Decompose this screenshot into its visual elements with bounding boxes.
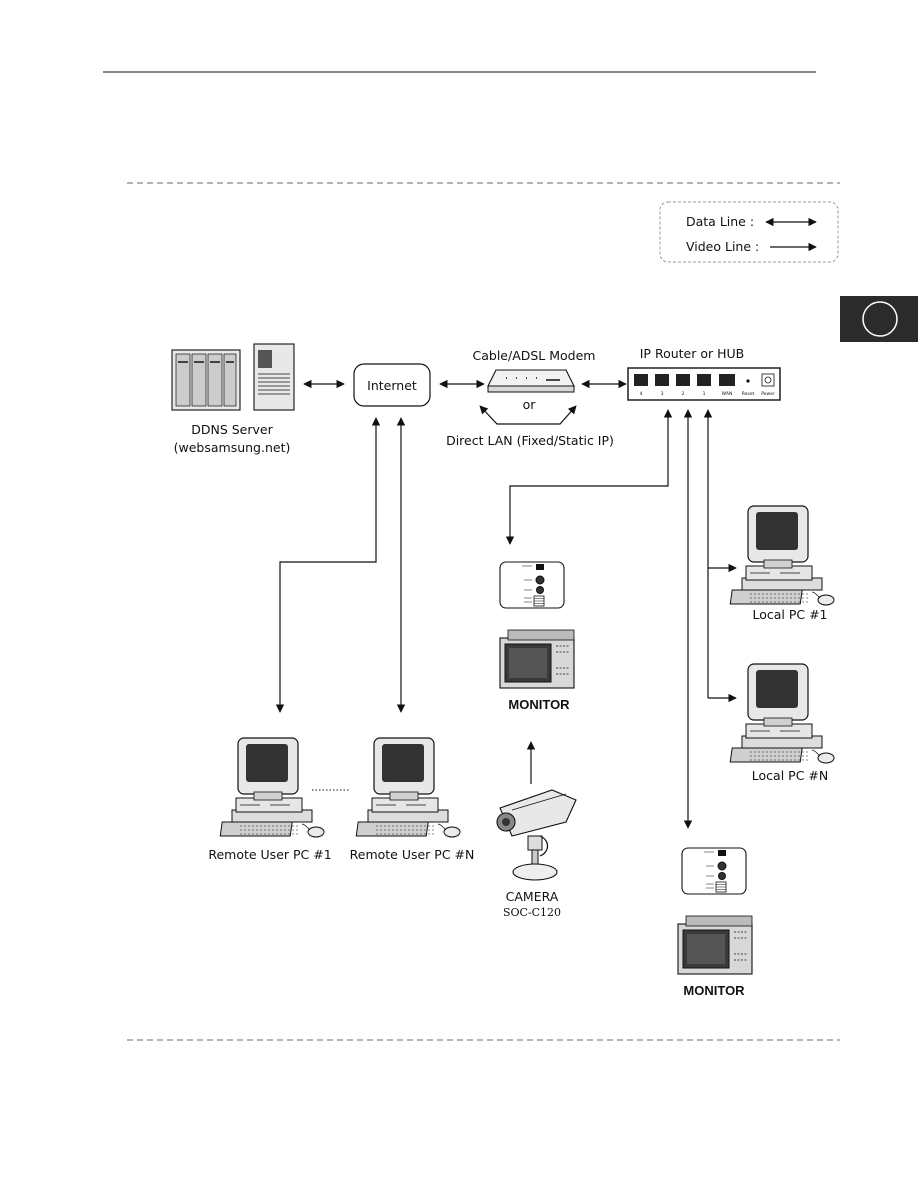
modem-icon (487, 369, 575, 393)
remote-pc-n-label: Remote User PC #N (350, 847, 475, 862)
modem-label: Cable/ADSL Modem (473, 348, 596, 363)
camera-model-label: SOC-C120 (503, 906, 561, 919)
router-reset-label: Reset (742, 391, 755, 397)
remote-pc-n-icon (355, 737, 461, 838)
local-pc-1-label: Local PC #1 (752, 607, 827, 622)
router-label: IP Router or HUB (640, 346, 744, 361)
link-router-panel-1 (505, 409, 673, 545)
local-pc-n-icon (729, 663, 835, 764)
ddns-server-label: DDNS Server (191, 422, 273, 437)
local-pc-1-icon (729, 505, 835, 606)
router-port-3: 3 (661, 391, 664, 397)
ddns-server-icon (171, 343, 295, 411)
remote-pc-1-label: Remote User PC #1 (208, 847, 331, 862)
router-power-label: Power (761, 391, 775, 397)
link-internet-remote-pc-1 (275, 417, 381, 713)
internet-label: Internet (367, 378, 417, 393)
control-panel-1-icon (499, 561, 565, 609)
chapter-tab (840, 296, 918, 342)
monitor-1-icon (499, 629, 575, 689)
direct-lan-label: Direct LAN (Fixed/Static IP) (446, 433, 614, 448)
legend-video-line-label: Video Line : (686, 239, 759, 254)
legend: Data Line : Video Line : (659, 201, 839, 263)
legend-data-line-label: Data Line : (686, 214, 754, 229)
router-port-wan: WAN (722, 391, 733, 397)
control-panel-2-icon (681, 847, 747, 895)
router-port-1: 1 (703, 391, 706, 397)
remote-pc-1-icon (219, 737, 325, 838)
local-pc-n-label: Local PC #N (752, 768, 828, 783)
camera-icon (496, 789, 577, 881)
router-port-4: 4 (640, 391, 643, 397)
internet-node (353, 363, 431, 407)
or-label: or (523, 397, 537, 412)
router-icon (627, 367, 781, 401)
monitor-2-label: MONITOR (683, 983, 745, 998)
camera-label: CAMERA (506, 889, 559, 904)
monitor-1-label: MONITOR (508, 697, 570, 712)
router-port-2: 2 (682, 391, 685, 397)
monitor-2-icon (677, 915, 753, 975)
ddns-server-domain: (websamsung.net) (174, 440, 291, 455)
